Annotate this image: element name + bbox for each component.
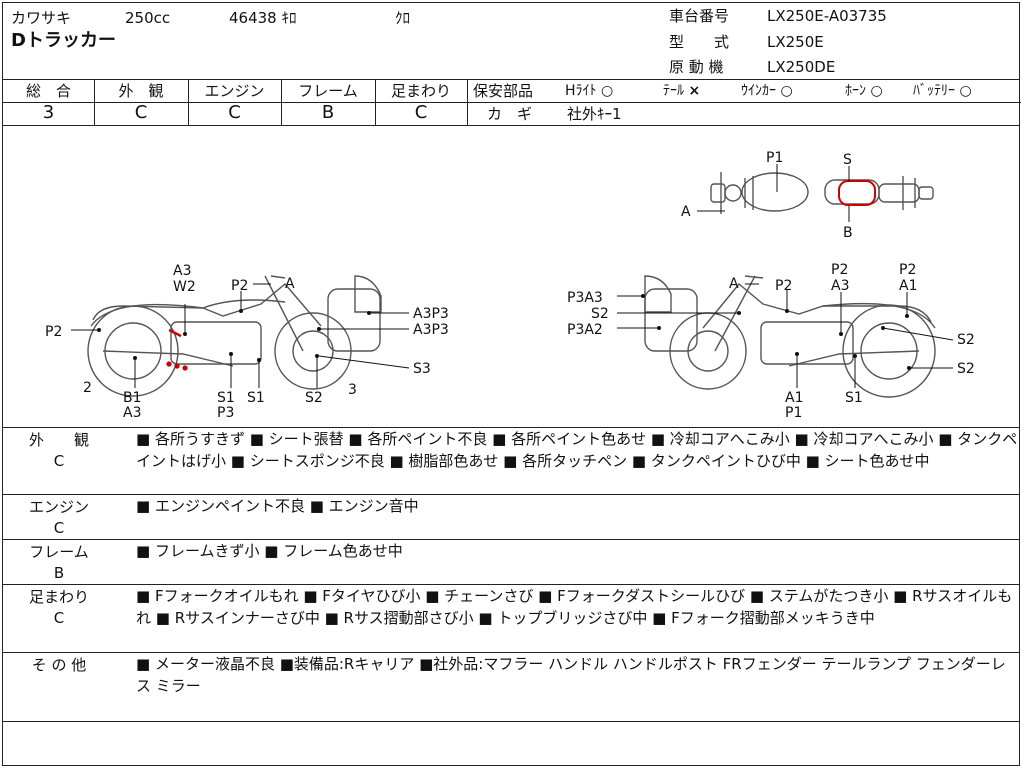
right-a: A bbox=[729, 276, 739, 292]
detail-engine-grade: C bbox=[53, 519, 65, 537]
grade-suspension-label: 足まわり bbox=[390, 82, 451, 100]
top-s: S bbox=[843, 152, 852, 168]
right-p3a2: P3A2 bbox=[567, 322, 603, 338]
top-p1: P1 bbox=[766, 150, 783, 166]
detail-frame-grade: B bbox=[53, 564, 65, 582]
key-value: 社外ｷｰ1 bbox=[567, 105, 622, 123]
detail-suspension-text: ■ Fフォークオイルもれ ■ Fタイヤひび小 ■ チェーンさび ■ Fフォークダ… bbox=[136, 587, 1013, 627]
type-value: LX250E bbox=[767, 33, 824, 51]
frame-no: LX250E-A03735 bbox=[767, 7, 887, 25]
detail-other-text: ■ メーター液晶不良 ■装備品:Rキャリア ■社外品:マフラー ハンドル ハンド… bbox=[136, 655, 1006, 695]
grade-suspension-value: C bbox=[414, 102, 428, 123]
left-s1b: S1 bbox=[247, 390, 265, 406]
top-b: B bbox=[843, 225, 853, 241]
right-a3: A3 bbox=[831, 278, 849, 294]
top-a: A bbox=[681, 204, 691, 220]
left-w2: W2 bbox=[173, 279, 196, 295]
right-s2c: S2 bbox=[957, 361, 975, 377]
detail-exterior-grade: C bbox=[53, 452, 65, 470]
left-b1: B1 bbox=[123, 390, 142, 406]
right-p1: P1 bbox=[785, 405, 802, 421]
detail-other-label: そ の 他 bbox=[31, 656, 87, 674]
maker: カワサキ bbox=[11, 9, 72, 27]
frame-no-label: 車台番号 bbox=[669, 7, 730, 25]
left-s1: S1 bbox=[217, 390, 235, 406]
right-p2: P2 bbox=[775, 278, 792, 294]
grade-exterior-value: C bbox=[134, 102, 148, 123]
right-a1b: A1 bbox=[785, 390, 803, 406]
left-p3: P3 bbox=[217, 405, 234, 421]
grade-engine-value: C bbox=[228, 102, 241, 123]
detail-suspension-label: 足まわり bbox=[28, 588, 89, 606]
left-a3p3-1: A3P3 bbox=[413, 306, 449, 322]
left-a3-bottom: A3 bbox=[123, 405, 141, 421]
grade-engine-label: エンジン bbox=[204, 82, 265, 100]
left-a3: A3 bbox=[173, 263, 191, 279]
grade-exterior-label: 外 観 bbox=[118, 82, 164, 100]
left-a: A bbox=[285, 276, 295, 292]
detail-suspension-grade: C bbox=[53, 609, 65, 627]
displacement: 250cc bbox=[125, 9, 171, 27]
left-p2-rear: P2 bbox=[45, 324, 62, 340]
detail-exterior-text: ■ 各所うすきず ■ シート張替 ■ 各所ペイント不良 ■ 各所ペイント色あせ … bbox=[136, 430, 1018, 470]
grade-total-label: 総 合 bbox=[25, 82, 71, 100]
right-s1: S1 bbox=[845, 390, 863, 406]
right-p3a3: P3A3 bbox=[567, 290, 603, 306]
grade-total-value: 3 bbox=[42, 102, 55, 123]
left-n3: 3 bbox=[348, 382, 357, 398]
left-p2: P2 bbox=[231, 278, 248, 294]
left-n2: 2 bbox=[83, 380, 92, 396]
grade-frame-value: B bbox=[321, 102, 335, 123]
right-s2-upper: S2 bbox=[591, 306, 609, 322]
type-label: 型 式 bbox=[669, 33, 730, 51]
engine-label: 原 動 機 bbox=[669, 58, 724, 76]
engine-value: LX250DE bbox=[767, 58, 836, 76]
mileage: 46438 ｷﾛ bbox=[229, 9, 297, 27]
key-label: カ ギ bbox=[487, 105, 533, 123]
left-a3p3-2: A3P3 bbox=[413, 322, 449, 338]
detail-frame-text: ■ フレームきず小 ■ フレーム色あせ中 bbox=[136, 542, 403, 560]
safety-battery: ﾊﾞｯﾃﾘｰ ○ bbox=[913, 83, 972, 99]
safety-horn: ﾎｰﾝ ○ bbox=[845, 83, 883, 99]
damage-diagram: P1 S A B bbox=[45, 150, 975, 421]
safety-label: 保安部品 bbox=[473, 82, 534, 100]
left-s3: S3 bbox=[413, 361, 431, 377]
right-s2b: S2 bbox=[957, 332, 975, 348]
right-p2c: P2 bbox=[899, 262, 916, 278]
detail-engine-label: エンジン bbox=[28, 498, 89, 516]
grade-frame-label: フレーム bbox=[298, 82, 358, 100]
detail-engine-text: ■ エンジンペイント不良 ■ エンジン音中 bbox=[136, 497, 419, 515]
left-s2: S2 bbox=[305, 390, 323, 406]
safety-winker: ｳｲﾝｶｰ ○ bbox=[741, 83, 793, 99]
model-name: Dトラッカー bbox=[11, 30, 116, 51]
detail-frame-label: フレーム bbox=[29, 543, 89, 561]
safety-tail: ﾃｰﾙ × bbox=[663, 83, 701, 99]
detail-exterior-label: 外 観 bbox=[28, 431, 89, 449]
right-a1: A1 bbox=[899, 278, 917, 294]
condition-note: ｸﾛ bbox=[395, 9, 411, 27]
right-p2b: P2 bbox=[831, 262, 848, 278]
safety-headlight: Hﾗｲﾄ ○ bbox=[565, 83, 614, 99]
